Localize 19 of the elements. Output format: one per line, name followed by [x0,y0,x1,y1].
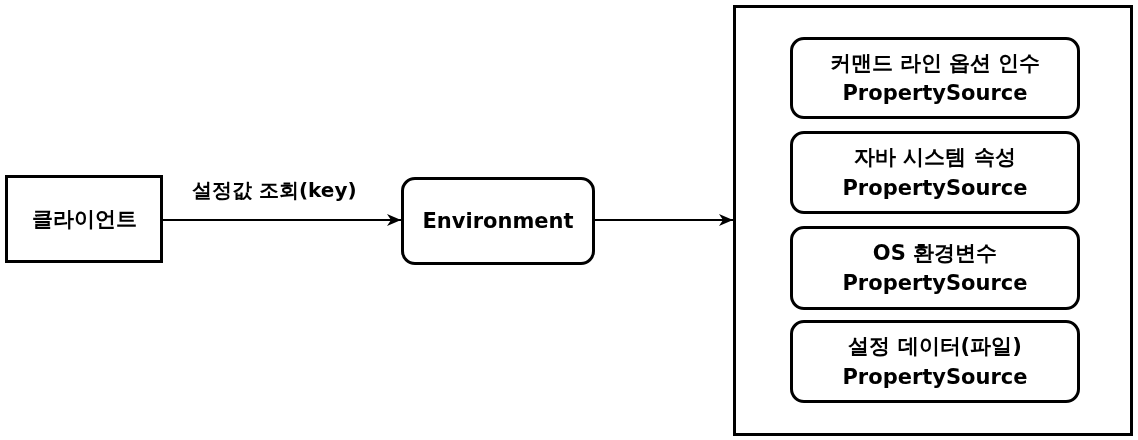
box-sublabel: PropertySource [842,270,1028,297]
arrow [162,214,402,226]
box-label: 커맨드 라인 옵션 인수 [829,49,1041,77]
process-box [401,177,595,265]
arrow [594,214,734,226]
box-sublabel: PropertySource [842,80,1028,107]
box-label: 설정 데이터(파일) [848,333,1022,361]
source-box [790,131,1080,214]
box-label: 자바 시스템 속성 [854,144,1016,172]
source-box [790,226,1080,310]
box-label: 클라이언트 [31,205,137,233]
container-box [733,5,1133,436]
box-label: OS 환경변수 [872,239,998,267]
box-sublabel: PropertySource [842,363,1028,391]
box-label: Environment [422,207,574,235]
box-sublabel: PropertySource [842,174,1028,202]
client-box [5,175,163,263]
source-box [790,37,1080,119]
source-box [790,320,1080,403]
